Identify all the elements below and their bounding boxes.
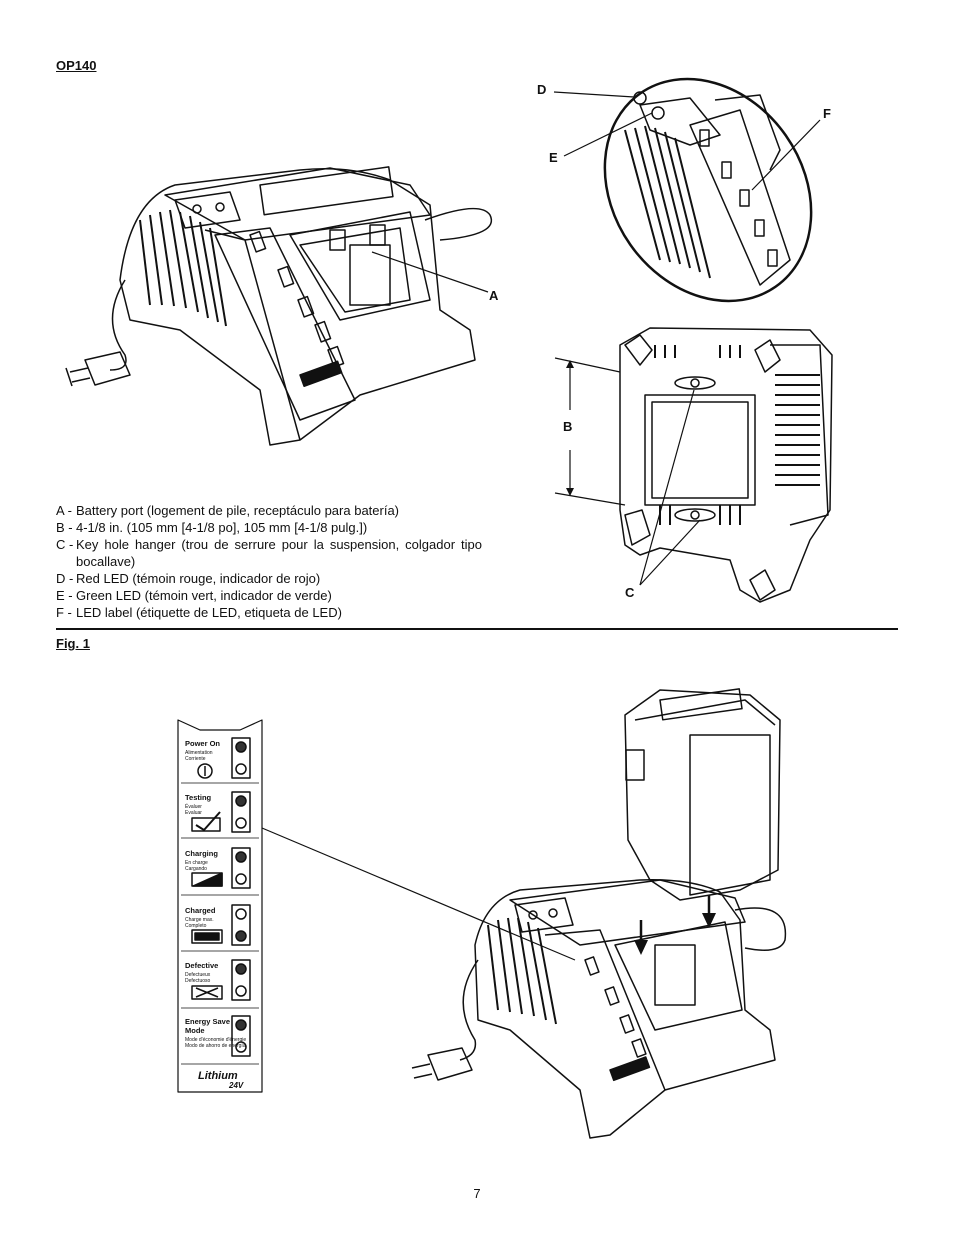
led-section-subtitle: En charge bbox=[185, 860, 208, 866]
legend-item: A -Battery port (logement de pile, recep… bbox=[56, 503, 400, 518]
led-section-title: Mode bbox=[185, 1026, 205, 1035]
page-number: 7 bbox=[473, 1186, 481, 1201]
charger-bottom-drawing bbox=[619, 327, 833, 603]
callout-f: F bbox=[823, 106, 831, 121]
led-label-drawing bbox=[177, 719, 576, 1093]
led-section-subtitle: Modo de ahorro de energía bbox=[185, 1043, 246, 1049]
parts-legend: A -Battery port (logement de pile, recep… bbox=[56, 502, 482, 621]
led-section-subtitle: Cargando bbox=[185, 866, 207, 872]
led-section-title: Defective bbox=[185, 961, 218, 970]
legend-item: B -4-1/8 in. (105 mm [4-1/8 po], 105 mm … bbox=[56, 520, 368, 535]
led-section-title: Charging bbox=[185, 849, 218, 858]
charger-drawing-top bbox=[65, 166, 493, 446]
led-section-subtitle: Defectueux bbox=[185, 972, 211, 978]
section-divider bbox=[56, 628, 898, 630]
led-section-subtitle: Alimentation bbox=[185, 750, 213, 756]
led-section-subtitle: Évaluer bbox=[185, 803, 202, 810]
legend-item: E -Green LED (témoin vert, indicador de … bbox=[56, 588, 332, 603]
led-section-subtitle: Evaluar bbox=[185, 810, 202, 816]
led-section-subtitle: Charge max. bbox=[185, 917, 214, 923]
led-section-subtitle: Mode d'économie d'énergie bbox=[185, 1037, 246, 1043]
legend-item: D -Red LED (témoin rouge, indicador de r… bbox=[56, 571, 321, 586]
callout-b: B bbox=[563, 419, 573, 434]
led-section-title: Energy Save bbox=[185, 1017, 230, 1026]
model-number: OP140 bbox=[56, 58, 97, 73]
led-section-title: Testing bbox=[185, 793, 212, 802]
led-section-subtitle: Completo bbox=[185, 923, 207, 929]
callout-e: E bbox=[549, 150, 558, 165]
led-section-subtitle: Defectuoso bbox=[185, 978, 211, 984]
voltage-text: 24V bbox=[228, 1081, 244, 1090]
led-zoom-drawing bbox=[603, 77, 813, 303]
lithium-brand-text: Lithium bbox=[198, 1070, 238, 1082]
led-section-title: Power On bbox=[185, 739, 220, 748]
led-section-title: Charged bbox=[185, 906, 216, 915]
figure-label: Fig. 1 bbox=[56, 636, 90, 651]
led-section-subtitle: Corriente bbox=[185, 756, 206, 762]
legend-item: C -Key hole hanger (trou de serrure pour… bbox=[56, 537, 482, 569]
callout-c: C bbox=[625, 585, 635, 600]
callout-a: A bbox=[489, 288, 499, 303]
charger-with-battery-drawing bbox=[411, 688, 787, 1139]
legend-item: F -LED label (étiquette de LED, etiqueta… bbox=[56, 605, 342, 620]
callout-d: D bbox=[537, 82, 547, 97]
